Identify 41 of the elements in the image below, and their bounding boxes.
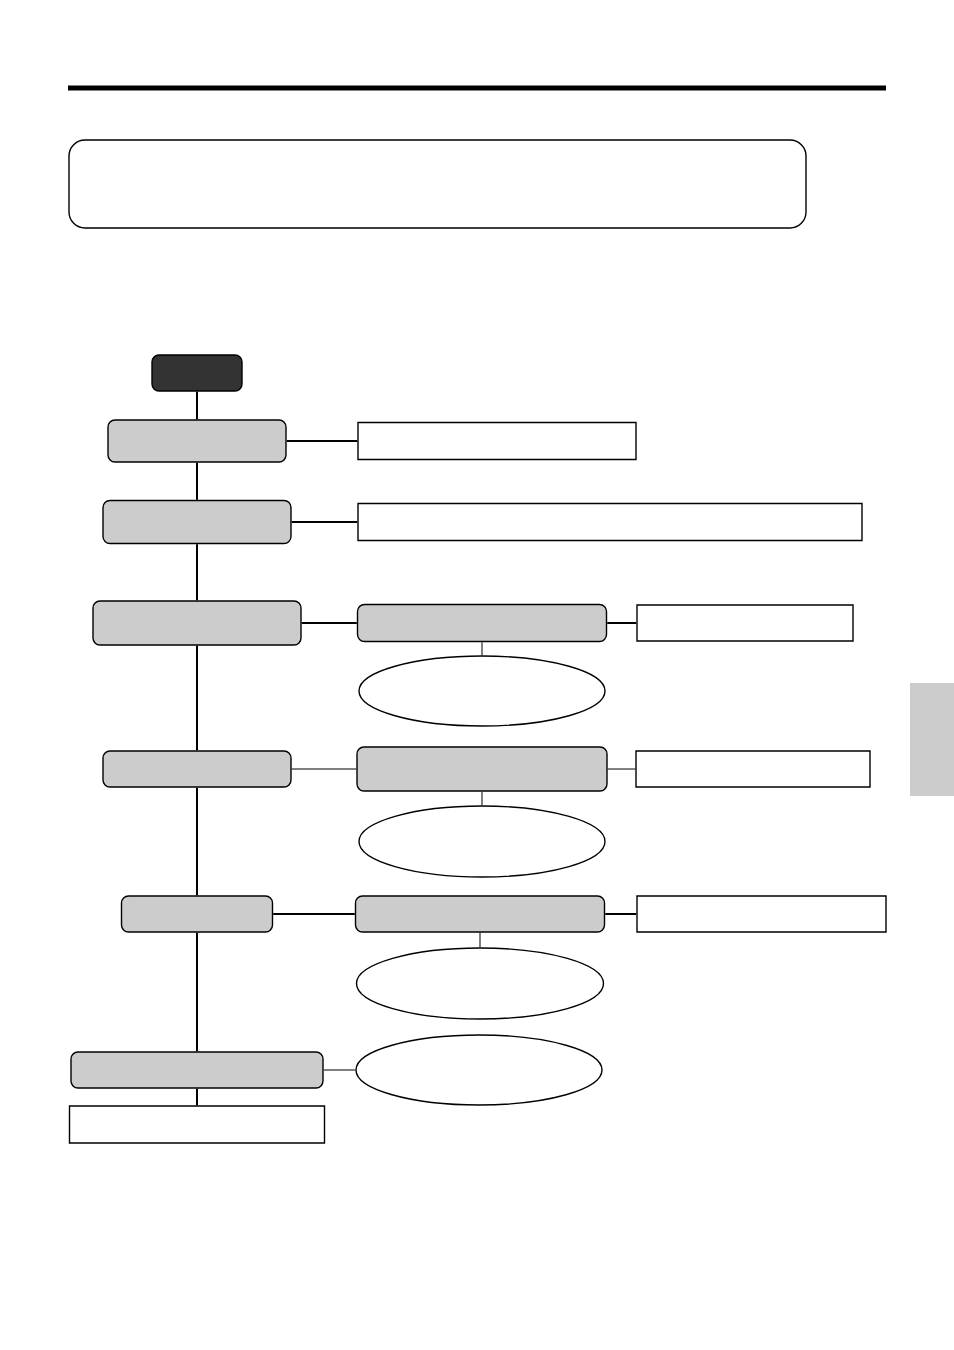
connector-line (196, 786, 198, 897)
rounded-box (70, 1051, 324, 1089)
rounded-box (92, 600, 302, 646)
connector-line (196, 644, 198, 752)
rounded-box (120, 895, 274, 933)
rectangle-box (635, 750, 871, 788)
connector-line (290, 521, 359, 523)
rectangle-box (357, 502, 863, 542)
connector-line (285, 440, 359, 442)
rounded-box (354, 895, 606, 933)
side-tab (910, 683, 954, 796)
oval (358, 805, 606, 878)
connector-line (300, 622, 358, 624)
rounded-box (102, 750, 292, 788)
connector-line (479, 932, 481, 948)
rectangle-box (636, 895, 887, 933)
connector-line (606, 622, 638, 624)
rounded-box (107, 419, 287, 463)
rectangle-box (636, 604, 854, 642)
rounded-box (356, 603, 608, 643)
rounded-box (102, 499, 292, 545)
connector-line (196, 390, 198, 421)
connector-line (323, 1069, 356, 1071)
connector-line (481, 641, 483, 656)
connector-line (481, 791, 483, 806)
oval (358, 655, 606, 727)
connector-line (291, 768, 357, 770)
rounded-box (151, 354, 243, 392)
rectangle-box (68, 1105, 326, 1144)
connector-line (196, 931, 198, 1053)
connector-line (196, 1087, 198, 1107)
rectangle-box (357, 421, 637, 461)
oval (355, 947, 605, 1020)
connector-line (196, 461, 198, 501)
rounded-box (356, 746, 608, 792)
connector-line (196, 543, 198, 602)
rounded-frame (68, 139, 807, 229)
connector-line (604, 913, 638, 915)
connector-line (272, 913, 356, 915)
connector-line (607, 768, 636, 770)
oval (355, 1034, 603, 1106)
